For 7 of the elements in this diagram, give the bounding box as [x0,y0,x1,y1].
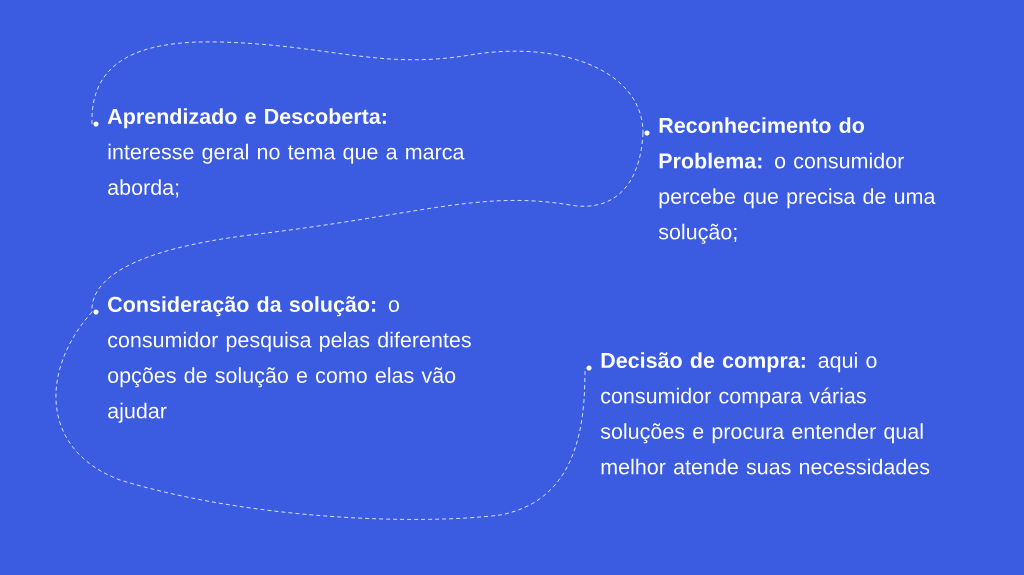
bullet-point: Reconhecimento do Problema: o consumidor percebe que precisa de uma solução; [644,117,936,244]
bullet-point: Consideração da solução: o consumidor pesquisa pelas diferentes opções de solução e como elas vão ajudar [93,296,471,423]
dashed-path [91,41,644,134]
dashed-path [91,132,644,313]
bullet-point: Aprendizado e Descoberta: interesse geral no tema que a marca aborda; [93,108,465,198]
dashed-path [55,311,586,520]
bullet-point: Decisão de compra: aqui o consumidor compara várias soluções e procura entender qual melhor atende suas necessidades [586,352,930,475]
